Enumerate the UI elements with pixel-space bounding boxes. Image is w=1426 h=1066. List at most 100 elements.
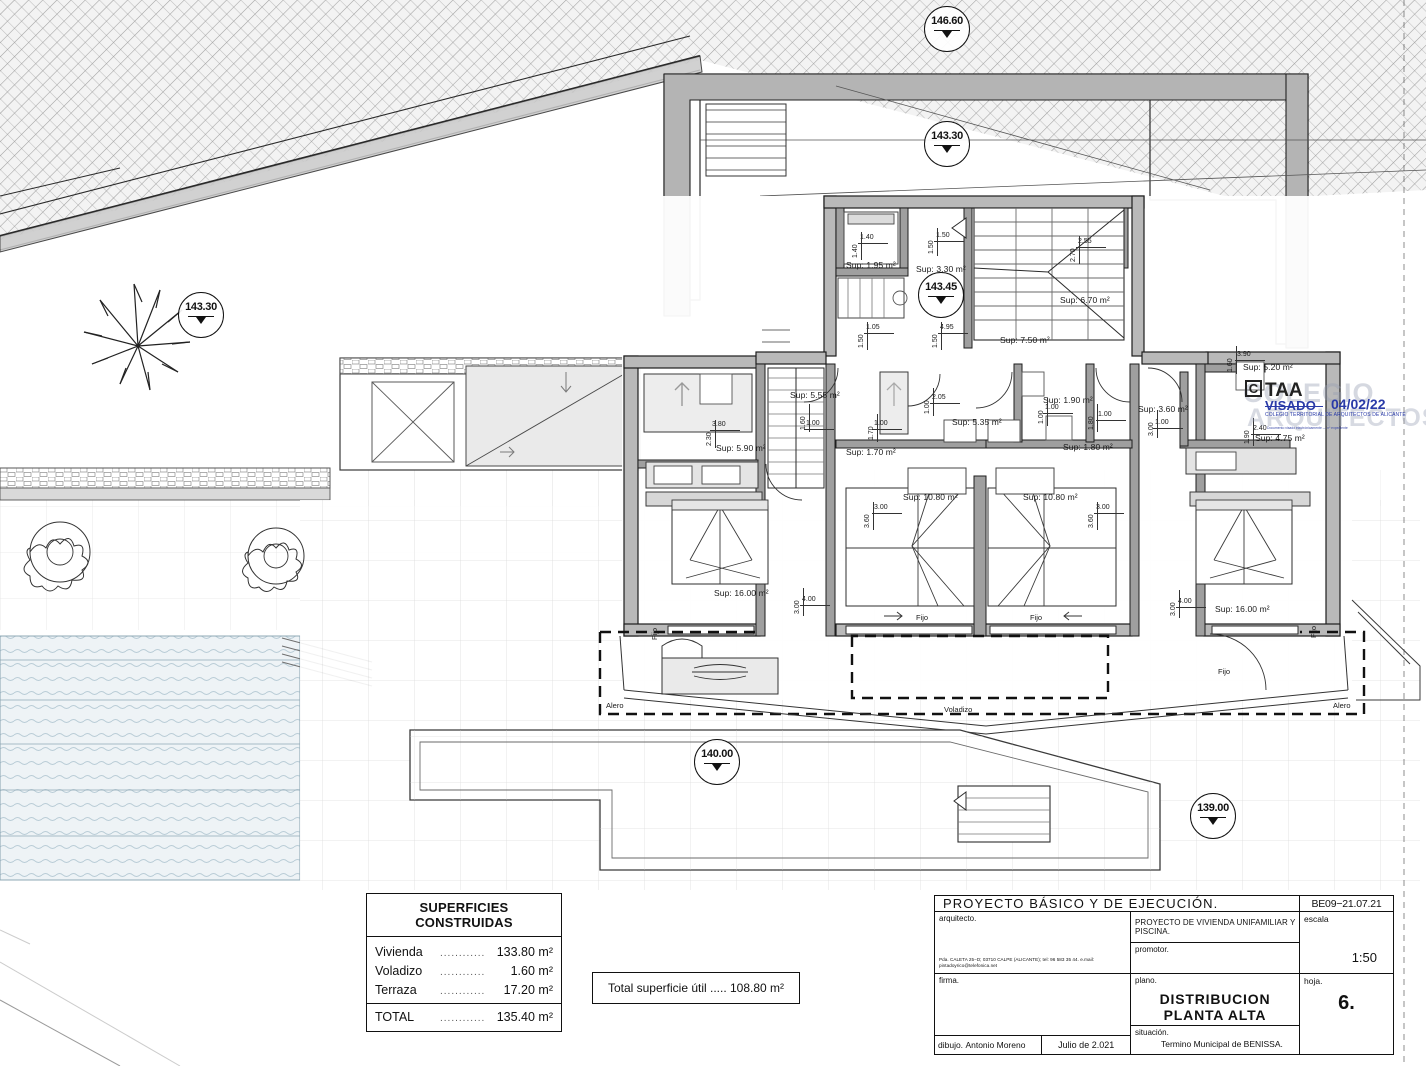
architect-caption: arquitecto. xyxy=(939,914,977,923)
plan-caption: plano. xyxy=(1135,976,1157,985)
dimension-label-vertical: 1.00 xyxy=(924,400,931,414)
elevation-arrow-icon xyxy=(936,297,946,304)
room-area-label: Sup: 10.80 m² xyxy=(903,492,958,502)
dimension-tick-vertical xyxy=(933,388,934,416)
elevation-bar xyxy=(1200,817,1226,818)
dimension-label: 2.05 xyxy=(932,394,946,401)
dimension-label-vertical: 1.50 xyxy=(928,240,935,254)
elevation-marker: 143.45 xyxy=(918,272,964,318)
elevation-arrow-icon xyxy=(1208,818,1218,825)
elevation-arrow-icon xyxy=(196,317,206,324)
project-reference: BE09−21.07.21 xyxy=(1299,896,1393,911)
dimension-tick-vertical xyxy=(1157,410,1158,438)
dimension-tick-vertical xyxy=(873,502,874,530)
plan-cell: plano. DISTRIBUCION PLANTA ALTA xyxy=(1131,974,1299,1026)
dimension-label-vertical: 3.00 xyxy=(1148,422,1155,436)
central-bedroom-right xyxy=(987,467,1117,607)
dimension-label-vertical: 3.00 xyxy=(1170,602,1177,616)
developer-cell: promotor. xyxy=(1131,943,1299,974)
dimension-tick-vertical xyxy=(1047,398,1048,426)
exterior-stairs-right xyxy=(953,785,1051,843)
dimension-tick xyxy=(800,605,830,606)
facade-glazing xyxy=(667,611,1299,635)
central-bathroom xyxy=(879,371,1073,443)
room-area-label: Sup: 16.00 m² xyxy=(714,588,769,598)
room-area-label: Sup: 5.55 m² xyxy=(790,390,840,400)
retaining-wall-fill xyxy=(0,55,703,253)
title-block-right-column: escala 1:50 hoja. 6. xyxy=(1299,912,1393,1054)
elevation-arrow-icon xyxy=(942,31,952,38)
dimension-label: 1.00 xyxy=(1155,419,1169,426)
left-wing-bathroom xyxy=(643,373,759,489)
room-area-label: Sup: 1.90 m² xyxy=(1043,395,1093,405)
dimension-label: 1.00 xyxy=(806,420,820,427)
dimension-tick-vertical xyxy=(861,232,862,260)
dimension-tick xyxy=(930,403,960,404)
surface-value: 17.20 m² xyxy=(503,982,553,997)
room-area-label: Sup: 10.80 m² xyxy=(1023,492,1078,502)
table-row: Vivienda ............ 133.80 m² xyxy=(375,942,553,961)
scale-caption: escala xyxy=(1304,914,1329,924)
eave-lines xyxy=(619,635,1349,735)
room-area-label: Sup: 5.90 m² xyxy=(716,443,766,453)
scale-value: 1:50 xyxy=(1351,950,1377,965)
developer-caption: promotor. xyxy=(1135,945,1169,954)
room-area-label: Sup: 1.70 m² xyxy=(846,447,896,457)
dimension-label: 4.95 xyxy=(940,324,954,331)
terrace-furniture xyxy=(661,638,779,695)
dimension-tick-vertical xyxy=(809,404,810,432)
scale-cell: escala 1:50 xyxy=(1300,912,1393,974)
elevation-bar xyxy=(928,296,954,297)
surface-name: Voladizo xyxy=(375,963,423,978)
dimension-tick xyxy=(872,513,902,514)
surface-value: 133.80 m² xyxy=(496,944,553,959)
elevation-bar xyxy=(934,30,960,31)
elevation-marker: 146.60 xyxy=(924,6,970,52)
room-area-label: Sup: 5.20 m² xyxy=(1243,362,1293,372)
house-plan xyxy=(409,103,1421,871)
dimension-label: 1.00 xyxy=(1045,404,1059,411)
signature-caption: firma. xyxy=(939,976,959,985)
room-area-label: Sup: 7.50 m² xyxy=(1000,335,1050,345)
dimension-tick-vertical xyxy=(1079,236,1080,264)
roof-slope-lines xyxy=(700,85,1426,197)
surfaces-table: SUPERFICIES CONSTRUIDAS Vivienda .......… xyxy=(366,893,562,1032)
dimension-tick-vertical xyxy=(941,322,942,350)
overhang-dashed xyxy=(598,630,1366,716)
useful-area-text: Total superficie útil ..... 108.80 m² xyxy=(607,981,785,995)
plan-annotation: Fijo xyxy=(916,613,929,622)
elevation-marker: 143.30 xyxy=(924,121,970,167)
pergola-structure xyxy=(339,357,641,471)
dimension-tick xyxy=(1235,360,1265,361)
dimension-label-vertical: 1.50 xyxy=(932,334,939,348)
dimension-label-vertical: 1.90 xyxy=(1244,430,1251,444)
plan-annotation: Alero xyxy=(606,701,624,710)
dimension-tick-vertical xyxy=(1253,418,1254,446)
date-cell: Julio de 2.021 xyxy=(1058,1040,1115,1050)
drawn-by-value: Antonio Moreno xyxy=(965,1040,1026,1050)
dimension-label: 2.55 xyxy=(1078,238,1092,245)
table-row: TOTAL ............ 135.40 m² xyxy=(375,1010,553,1024)
right-edge-ramp xyxy=(1351,599,1421,701)
room-area-label: Sup: 6.70 m² xyxy=(1060,295,1110,305)
right-wing-bathroom xyxy=(1185,361,1297,475)
shower-upper xyxy=(837,277,908,319)
architect-address: Pda. CALETA 25−D; 03710 CALPE (ALICANTE)… xyxy=(939,956,1095,969)
architect-cell: arquitecto. Pda. CALETA 25−D; 03710 CALP… xyxy=(935,912,1130,974)
dimension-label-vertical: 1.40 xyxy=(852,244,859,258)
drawn-by-caption: dibujo. xyxy=(938,1040,964,1050)
dimension-tick xyxy=(864,333,894,334)
dimension-tick-vertical xyxy=(1097,404,1098,432)
title-block: PROYECTO BÁSICO Y DE EJECUCIÓN. BE09−21.… xyxy=(934,895,1394,1055)
leader-dots: ............ xyxy=(440,1013,485,1024)
dimension-tick xyxy=(710,430,740,431)
total-label: TOTAL xyxy=(375,1010,415,1024)
dimension-label: 3.80 xyxy=(712,421,726,428)
elevation-arrow-icon xyxy=(942,146,952,153)
elevation-marker: 139.00 xyxy=(1190,793,1236,839)
elevation-bar xyxy=(188,316,214,317)
dimension-tick xyxy=(1251,434,1281,435)
plan-annotation: Fijo xyxy=(1309,625,1318,638)
